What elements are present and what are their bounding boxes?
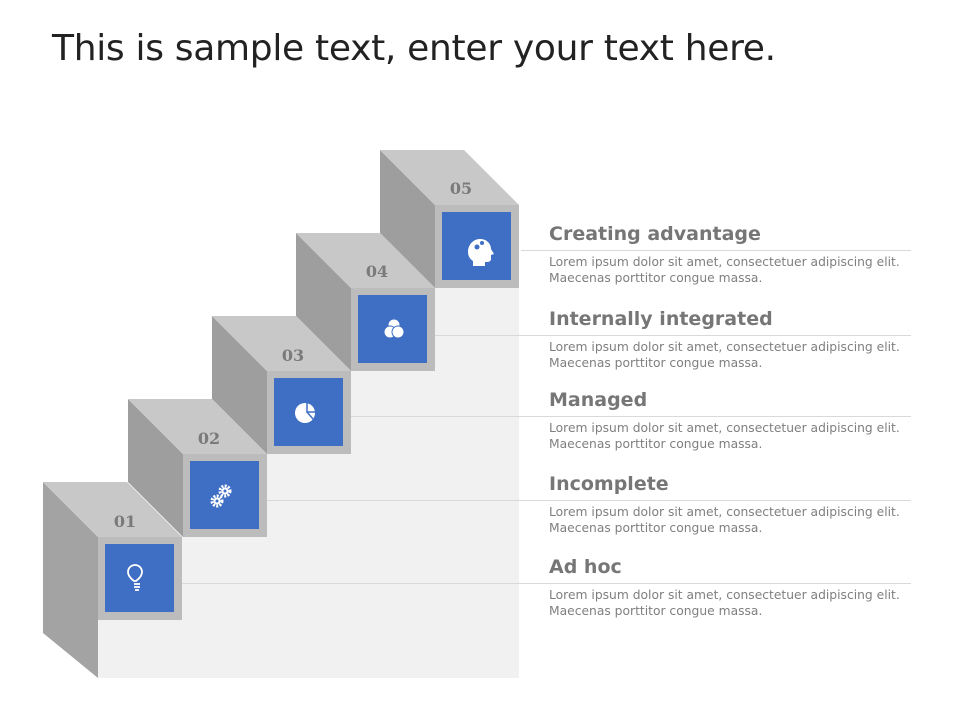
step-01-number: 01	[114, 512, 136, 531]
step-05-text: Creating advantage Lorem ipsum dolor sit…	[521, 223, 911, 286]
step-04-heading: Internally integrated	[549, 308, 773, 330]
venn-diagram-icon	[383, 318, 405, 339]
divider	[521, 250, 911, 251]
step-05-description: Lorem ipsum dolor sit amet, consectetuer…	[549, 255, 900, 285]
step-03-number: 03	[282, 346, 304, 365]
step-01-description: Lorem ipsum dolor sit amet, consectetuer…	[549, 588, 900, 618]
step-03-heading: Managed	[549, 389, 648, 411]
step-01-heading: Ad hoc	[549, 556, 622, 578]
lightbulb-icon	[127, 564, 143, 591]
step-04-description: Lorem ipsum dolor sit amet, consectetuer…	[549, 340, 900, 370]
step-02-heading: Incomplete	[549, 473, 669, 495]
divider	[351, 416, 911, 417]
stair-side-face	[43, 482, 98, 678]
divider	[182, 583, 911, 584]
head-gears-icon	[468, 239, 494, 266]
pie-chart-icon	[295, 403, 316, 423]
step-02-text: Incomplete Lorem ipsum dolor sit amet, c…	[267, 473, 911, 536]
step-03-description: Lorem ipsum dolor sit amet, consectetuer…	[549, 421, 900, 451]
step-03-text: Managed Lorem ipsum dolor sit amet, cons…	[351, 389, 911, 452]
step-04: 04	[296, 233, 435, 371]
step-02: 02	[128, 399, 267, 537]
step-05: 05	[380, 150, 519, 288]
step-02-description: Lorem ipsum dolor sit amet, consectetuer…	[549, 505, 900, 535]
gears-icon	[210, 484, 232, 508]
step-04-number: 04	[366, 262, 388, 281]
slide-title: This is sample text, enter your text her…	[52, 28, 776, 69]
step-05-heading: Creating advantage	[549, 223, 761, 245]
divider	[435, 335, 911, 336]
step-05-number: 05	[450, 179, 472, 198]
step-01-text: Ad hoc Lorem ipsum dolor sit amet, conse…	[182, 556, 911, 619]
divider	[267, 500, 911, 501]
step-01: 01	[43, 482, 182, 620]
step-03: 03	[212, 316, 351, 454]
step-04-text: Internally integrated Lorem ipsum dolor …	[435, 308, 911, 371]
step-02-number: 02	[198, 429, 220, 448]
